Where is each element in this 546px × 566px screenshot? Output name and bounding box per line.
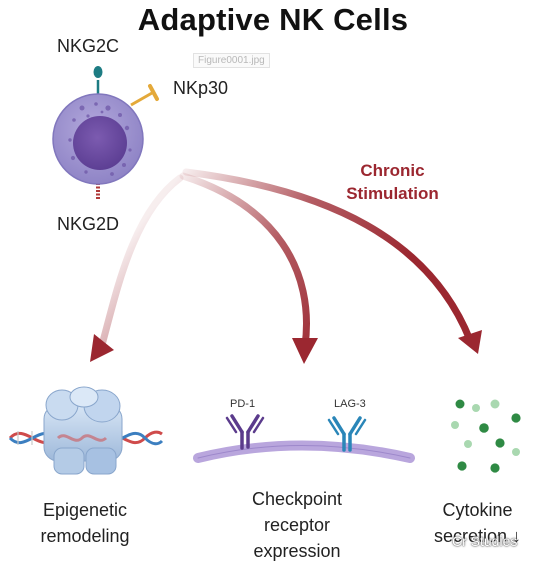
stimulation-arrows	[90, 168, 482, 364]
cytokine-line-2: secretion ↓	[433, 526, 522, 546]
chromatin-protein-icon	[43, 386, 123, 475]
nkg2d-label: NKG2D	[57, 214, 120, 234]
checkpoint-caption: Checkpoint receptor expression	[222, 486, 372, 564]
arrowhead-epigenetic	[90, 334, 114, 362]
pd1-label: PD-1	[230, 398, 256, 410]
chronic-line: Chronic	[360, 161, 425, 180]
lag3-label: LAG-3	[334, 398, 366, 410]
stimulation-line: Stimulation	[346, 184, 439, 203]
arrow-to-epigenetic	[96, 174, 184, 356]
chronic-stimulation-label: Chronic Stimulation	[320, 159, 465, 205]
cytokine-caption: Cytokine secretion ↓	[410, 497, 545, 549]
file-name-tag: Figure0001.jpg	[193, 53, 270, 68]
arrowhead-cytokine	[458, 330, 482, 354]
cell-nucleus	[73, 116, 127, 170]
nkp30-label: NKp30	[173, 78, 229, 98]
arrow-to-checkpoint	[179, 172, 310, 350]
diagram-title: Adaptive NK Cells	[137, 2, 409, 37]
chromatin-dna-icon	[8, 386, 164, 475]
watermark: Cr Studies	[452, 533, 518, 549]
checkpoint-line-3: expression	[253, 541, 341, 561]
epigenetic-line-2: remodeling	[40, 526, 130, 546]
nk-cell	[52, 66, 159, 200]
checkpoint-line-1: Checkpoint	[251, 489, 343, 509]
epigenetic-caption: Epigenetic remodeling	[10, 497, 160, 549]
cytokine-particles	[451, 399, 521, 473]
arrow-to-cytokine	[182, 168, 474, 344]
cytokine-line-1: Cytokine	[442, 500, 513, 520]
arrowhead-checkpoint	[292, 338, 318, 364]
checkpoint-membrane	[193, 414, 415, 463]
pd1-receptor-icon	[225, 414, 265, 450]
lag3-receptor-icon	[327, 416, 367, 452]
cell-granules	[68, 102, 132, 176]
nkg2c-label: NKG2C	[57, 36, 120, 56]
checkpoint-line-2: receptor	[263, 515, 331, 535]
nkg2c-receptor-icon	[93, 66, 103, 94]
nkp30-receptor-icon	[130, 84, 159, 107]
epigenetic-line-1: Epigenetic	[42, 500, 128, 520]
